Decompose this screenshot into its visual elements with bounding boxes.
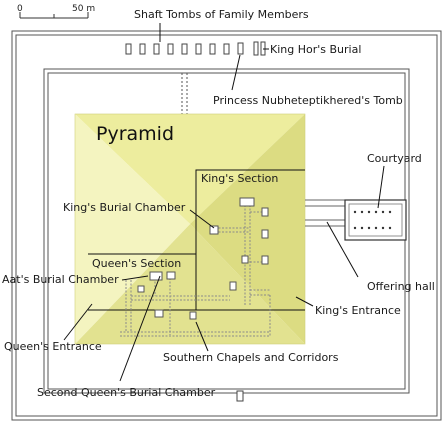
leader-southern-chapels [195,321,209,352]
labels: Shaft Tombs of Family Members King Hor's… [2,8,435,399]
leader-lines [63,23,385,382]
courtyard [344,199,407,241]
aats-burial-label: Aat's Burial Chamber [2,273,119,286]
small-shrine [236,390,244,402]
section-lines [88,169,305,311]
courtyard-label: Courtyard [367,152,422,165]
leader-kings-burial [189,209,215,229]
shaft-tomb [125,43,132,55]
aats-burial-chamber [149,271,163,281]
leader-aats-burial [121,275,149,281]
leader-offering-hall [326,221,359,278]
kings-entrance-label: King's Entrance [315,304,401,317]
second-queen-label: Second Queen's Burial Chamber [37,386,216,399]
scale-end-label: 50 m [72,4,95,14]
queens-section-label: Queen's Section [92,257,181,270]
shaft-tomb [209,43,216,55]
princess-tomb-shaft [237,42,244,55]
scale-start-label: 0 [17,4,23,14]
shaft-tomb [181,43,188,55]
shaft-tomb [153,43,160,55]
causeway [305,199,345,227]
shaft-tomb [223,43,230,55]
pyramid-title: Pyramid [96,123,174,145]
shaft-tombs-row [125,41,266,56]
leader-queens-entrance [63,303,93,341]
scale-bar: 0 50 m [17,4,95,19]
king-hor-shaft [253,41,259,56]
pyramid-body [74,113,306,345]
internal-corridors [120,205,271,337]
kings-section-outline [195,169,305,310]
kings-burial-chamber [209,225,219,235]
shaft-tomb [195,43,202,55]
chambers [137,197,269,320]
queens-entrance-label: Queen's Entrance [4,340,102,353]
shaft-tomb [167,43,174,55]
outer-wall-inner [15,34,438,417]
leader-princess [231,54,241,91]
kings-section-label: King's Section [201,172,278,185]
offering-hall-label: Offering hall [367,280,435,293]
shaft-tomb [139,43,146,55]
outer-wall-outer [11,30,442,421]
shaft-tombs-label: Shaft Tombs of Family Members [134,8,309,21]
southern-chapels-label: Southern Chapels and Corridors [163,351,339,364]
leader-second-queen [119,275,161,382]
leader-courtyard [377,165,385,209]
kings-burial-label: King's Burial Chamber [63,201,186,214]
inner-wall-outer [43,68,410,394]
king-hor-label: King Hor's Burial [270,43,361,56]
leader-kings-entrance [295,296,314,307]
second-queens-chamber [166,271,176,280]
princess-tomb-label: Princess Nubheteptikhered's Tomb [213,94,403,107]
